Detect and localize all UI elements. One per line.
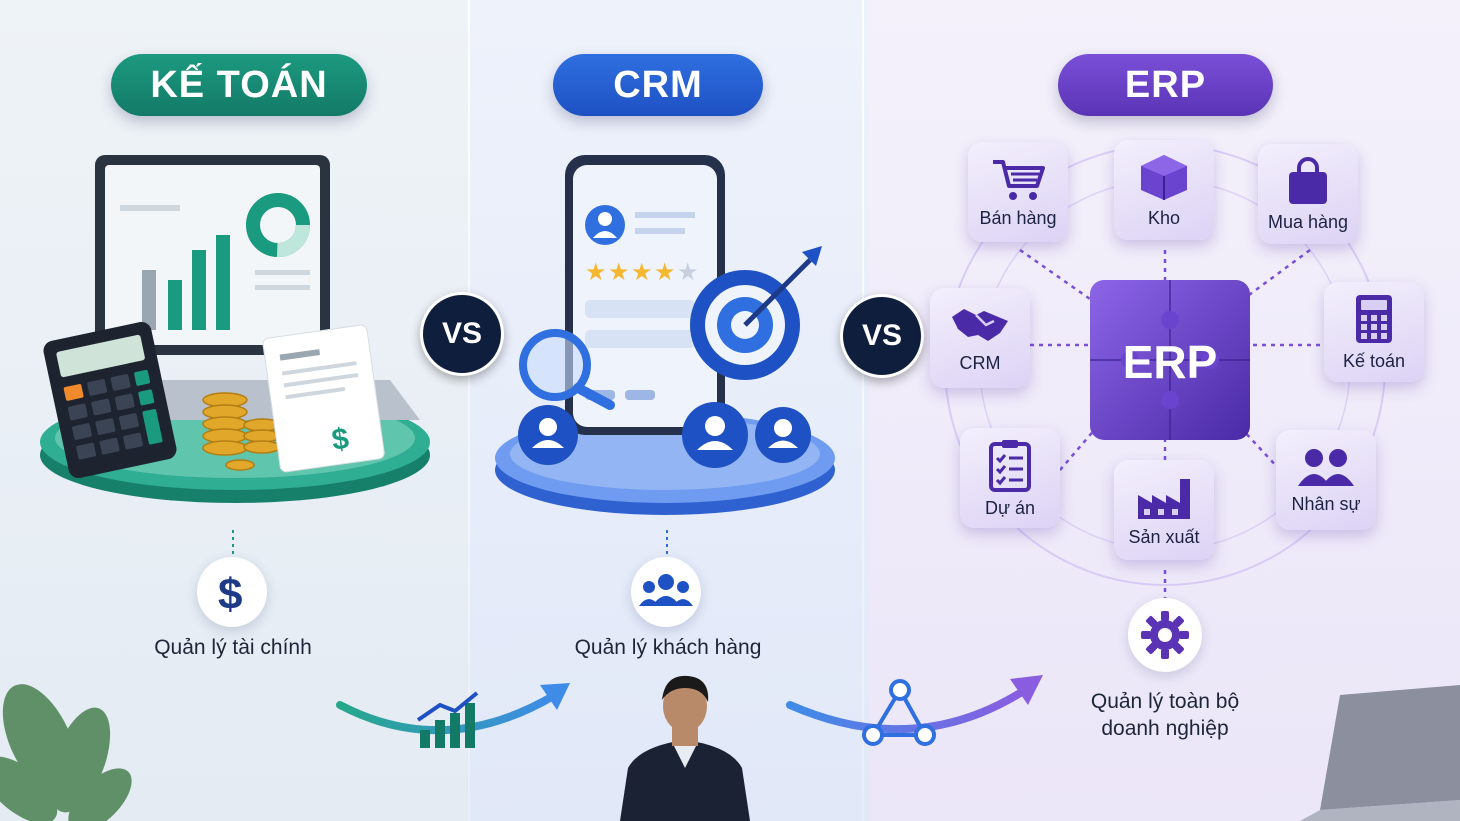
people-group-icon [639,574,693,606]
divider-left [468,0,470,821]
bar-chart-icon [142,235,230,330]
module-label: Nhân sự [1291,493,1361,514]
svg-text:$: $ [218,570,242,617]
growth-arrow-2 [786,675,1043,746]
erp-caption-line2: doanh nghiệp [1101,717,1229,740]
customers-icon-circle [631,557,701,627]
module-ban-hang: Bán hàng [968,142,1068,242]
handshake-icon [952,308,1008,341]
ke-toan-title: KẾ TOÁN [111,54,367,116]
rating-stars-icon: ★★★★★ [585,258,699,286]
module-du-an: Dự án [960,428,1060,528]
shopping-cart-icon [993,159,1045,200]
ke-toan-caption: Quản lý tài chính [154,636,312,659]
module-label: CRM [959,352,1001,373]
module-label: Kế toán [1342,350,1406,371]
users-icon [1298,448,1354,486]
module-label: Bán hàng [979,207,1057,228]
vs-badge-2: VS [840,294,924,378]
magnifier-icon [519,329,615,410]
module-label: Sản xuất [1128,526,1200,547]
svg-text:★: ★ [631,258,653,286]
clipboard-checklist-icon [989,439,1031,492]
coins-icon [202,392,281,471]
crm-title: CRM [553,54,763,116]
invoice-icon: $ [262,324,385,473]
module-label: Dự án [984,497,1036,518]
svg-text:★: ★ [608,258,630,286]
calculator-icon [1356,294,1392,343]
erp-core-cube [1090,280,1250,440]
growth-chart-icon [416,691,479,748]
box-icon [1141,154,1187,200]
module-crm: CRM [930,288,1030,388]
svg-text:$: $ [330,422,351,457]
enterprise-icon-circle [1128,598,1202,672]
svg-text:★: ★ [677,258,699,286]
erp-caption: Quản lý toàn bộ doanh nghiệp [1060,688,1270,742]
module-ke-toan: Kế toán [1324,282,1424,382]
plant-decoration [0,684,132,821]
accounting-illustration: $ [40,155,430,503]
crm-illustration: ★★★★★ [495,155,835,515]
dollar-icon: $ [218,570,242,617]
module-label: Mua hàng [1267,211,1349,232]
factory-icon [1138,478,1190,519]
module-label: Kho [1147,207,1181,228]
module-san-xuat: Sản xuất [1114,460,1214,560]
laptop-decoration [1300,685,1460,821]
erp-core-label: ERP [1122,336,1218,388]
target-icon [690,246,822,380]
finance-icon-circle: $ [197,557,267,627]
erp-caption-line1: Quản lý toàn bộ [1090,690,1240,713]
svg-text:★: ★ [654,258,676,286]
connector-crm [666,530,668,558]
gear-icon [1141,611,1189,659]
module-kho: Kho [1114,140,1214,240]
shopping-bag-icon [1289,156,1327,204]
module-mua-hang: Mua hàng [1258,144,1358,244]
network-nodes-icon [862,679,936,746]
erp-title: ERP [1058,54,1273,116]
crm-caption: Quản lý khách hàng [574,636,762,659]
customer-avatars-icon [518,402,811,468]
calculator-icon [43,321,177,479]
svg-text:★: ★ [585,258,607,286]
connector-ke-toan [232,530,234,558]
vs-badge-1: VS [420,292,504,376]
divider-right [862,0,864,821]
businessman-figure [620,675,750,821]
growth-arrow-1 [336,683,570,748]
module-nhan-su: Nhân sự [1276,430,1376,530]
